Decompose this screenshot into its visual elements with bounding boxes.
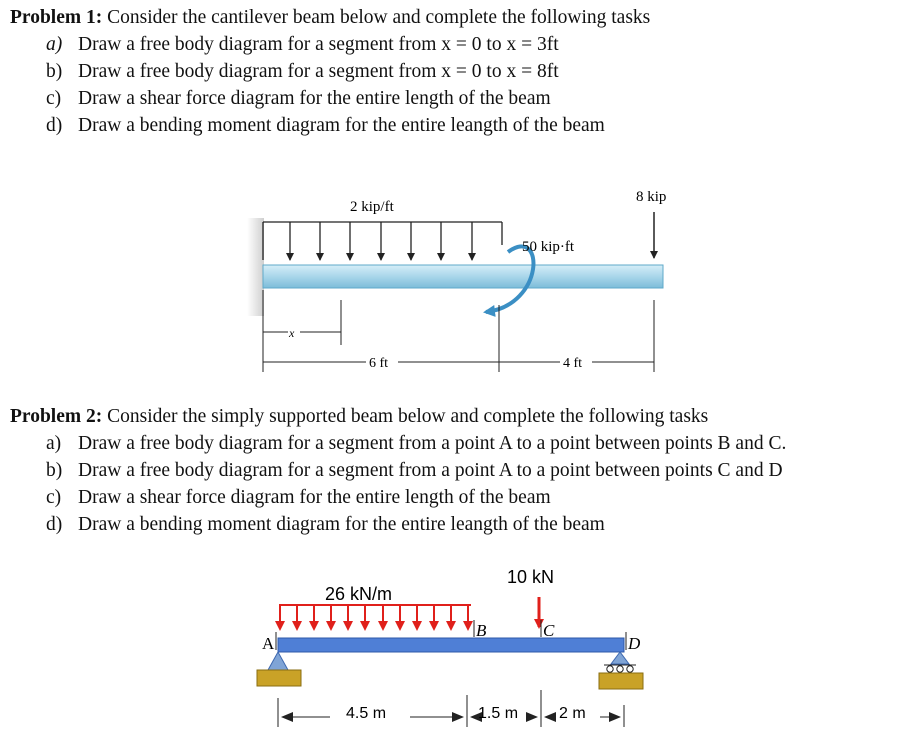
problem1-heading: Problem 1: (10, 7, 103, 28)
problem2-task-b: b) Draw a free body diagram for a segment… (46, 459, 783, 483)
task-text: Draw a shear force diagram for the entir… (78, 88, 551, 109)
dim-6ft-label: 6 ft (369, 356, 388, 371)
task-text: Draw a free body diagram for a segment f… (78, 61, 559, 82)
problem2-task-a: a) Draw a free body diagram for a segment… (46, 432, 786, 456)
problem2-task-d: d) Draw a bending moment diagram for the … (46, 513, 605, 537)
distributed-load-arrows (262, 221, 503, 261)
task-text: Draw a free body diagram for a segment f… (78, 34, 559, 55)
task-marker: c) (46, 487, 62, 508)
moment-label: 50 kip·ft (522, 239, 575, 255)
problem2-intro: Problem 2: Consider the simply supported… (10, 405, 708, 429)
task-marker: a) (46, 34, 63, 55)
task-text: Draw a shear force diagram for the entir… (78, 487, 551, 508)
roller-support-d (598, 651, 644, 690)
simply-supported-beam (277, 637, 625, 653)
problem2-intro-text: Consider the simply supported beam below… (102, 406, 709, 427)
cantilever-beam (262, 264, 664, 289)
distributed-load-arrows-red (275, 604, 473, 631)
pin-support-a (256, 650, 302, 687)
point-load-label: 8 kip (636, 189, 666, 205)
moment-arrow (483, 244, 536, 317)
dim-4ft-label: 4 ft (563, 356, 582, 371)
x-label: x (288, 326, 295, 340)
distributed-load-label-2: 26 kN/m (325, 584, 392, 604)
task-marker: b) (46, 460, 63, 481)
point-load-label-2: 10 kN (507, 567, 554, 587)
dim-4-5m-label: 4.5 m (346, 705, 386, 722)
x-dimension (262, 290, 342, 372)
task-marker: d) (46, 514, 63, 535)
problem2-heading: Problem 2: (10, 406, 103, 427)
point-c-label: C (543, 621, 555, 640)
problem1-intro: Problem 1: Consider the cantilever beam … (10, 6, 650, 30)
problem1-intro-text: Consider the cantilever beam below and c… (102, 7, 651, 28)
point-b-label: B (476, 621, 487, 640)
task-text: Draw a bending moment diagram for the en… (78, 514, 605, 535)
problem1-task-a: a) Draw a free body diagram for a segment… (46, 33, 559, 57)
dimension-lines-2 (277, 690, 625, 727)
dim-1-5m-label: 1.5 m (478, 705, 518, 722)
problem1-task-b: b) Draw a free body diagram for a segment… (46, 60, 559, 84)
distributed-load-label: 2 kip/ft (350, 199, 395, 215)
problem1-task-c: c) Draw a shear force diagram for the ent… (46, 87, 551, 111)
task-marker: a) (46, 433, 62, 454)
dimension-lines (263, 300, 655, 372)
dim-2m-label: 2 m (559, 705, 586, 722)
task-text: Draw a free body diagram for a segment f… (78, 460, 783, 481)
task-text: Draw a bending moment diagram for the en… (78, 115, 605, 136)
fixed-wall (247, 218, 264, 316)
task-marker: d) (46, 115, 63, 136)
problem2-task-c: c) Draw a shear force diagram for the ent… (46, 486, 551, 510)
task-text: Draw a free body diagram for a segment f… (78, 433, 787, 454)
point-a-label: A (262, 634, 275, 653)
point-d-label: D (627, 634, 641, 653)
task-marker: b) (46, 61, 63, 82)
task-marker: c) (46, 88, 62, 109)
problem1-task-d: d) Draw a bending moment diagram for the … (46, 114, 605, 138)
